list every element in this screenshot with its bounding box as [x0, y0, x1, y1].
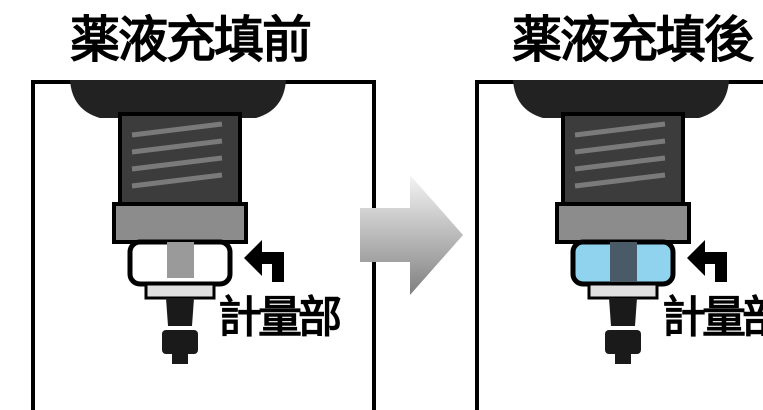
metering-part-label: 計量部 [662, 292, 763, 343]
nozzle-tip [144, 282, 216, 364]
corner-arrow-left-icon [687, 240, 727, 282]
before-fill-title: 薬液充填前 [70, 11, 312, 69]
cap-top [513, 80, 729, 118]
metering-part-label: 計量部 [218, 292, 342, 343]
dispenser-device-after [513, 80, 729, 364]
nozzle-tip [587, 282, 659, 364]
metering-chamber-empty [127, 239, 233, 287]
threaded-body [118, 112, 242, 206]
cap-top [70, 80, 286, 118]
right-arrow-icon [360, 175, 463, 295]
metering-chamber-filled [570, 239, 676, 287]
threaded-body [561, 112, 685, 206]
after-fill-title: 薬液充填後 [512, 11, 754, 69]
collar [112, 202, 248, 244]
collar [555, 202, 691, 244]
dispenser-device-before [70, 80, 286, 364]
corner-arrow-left-icon [244, 240, 284, 282]
